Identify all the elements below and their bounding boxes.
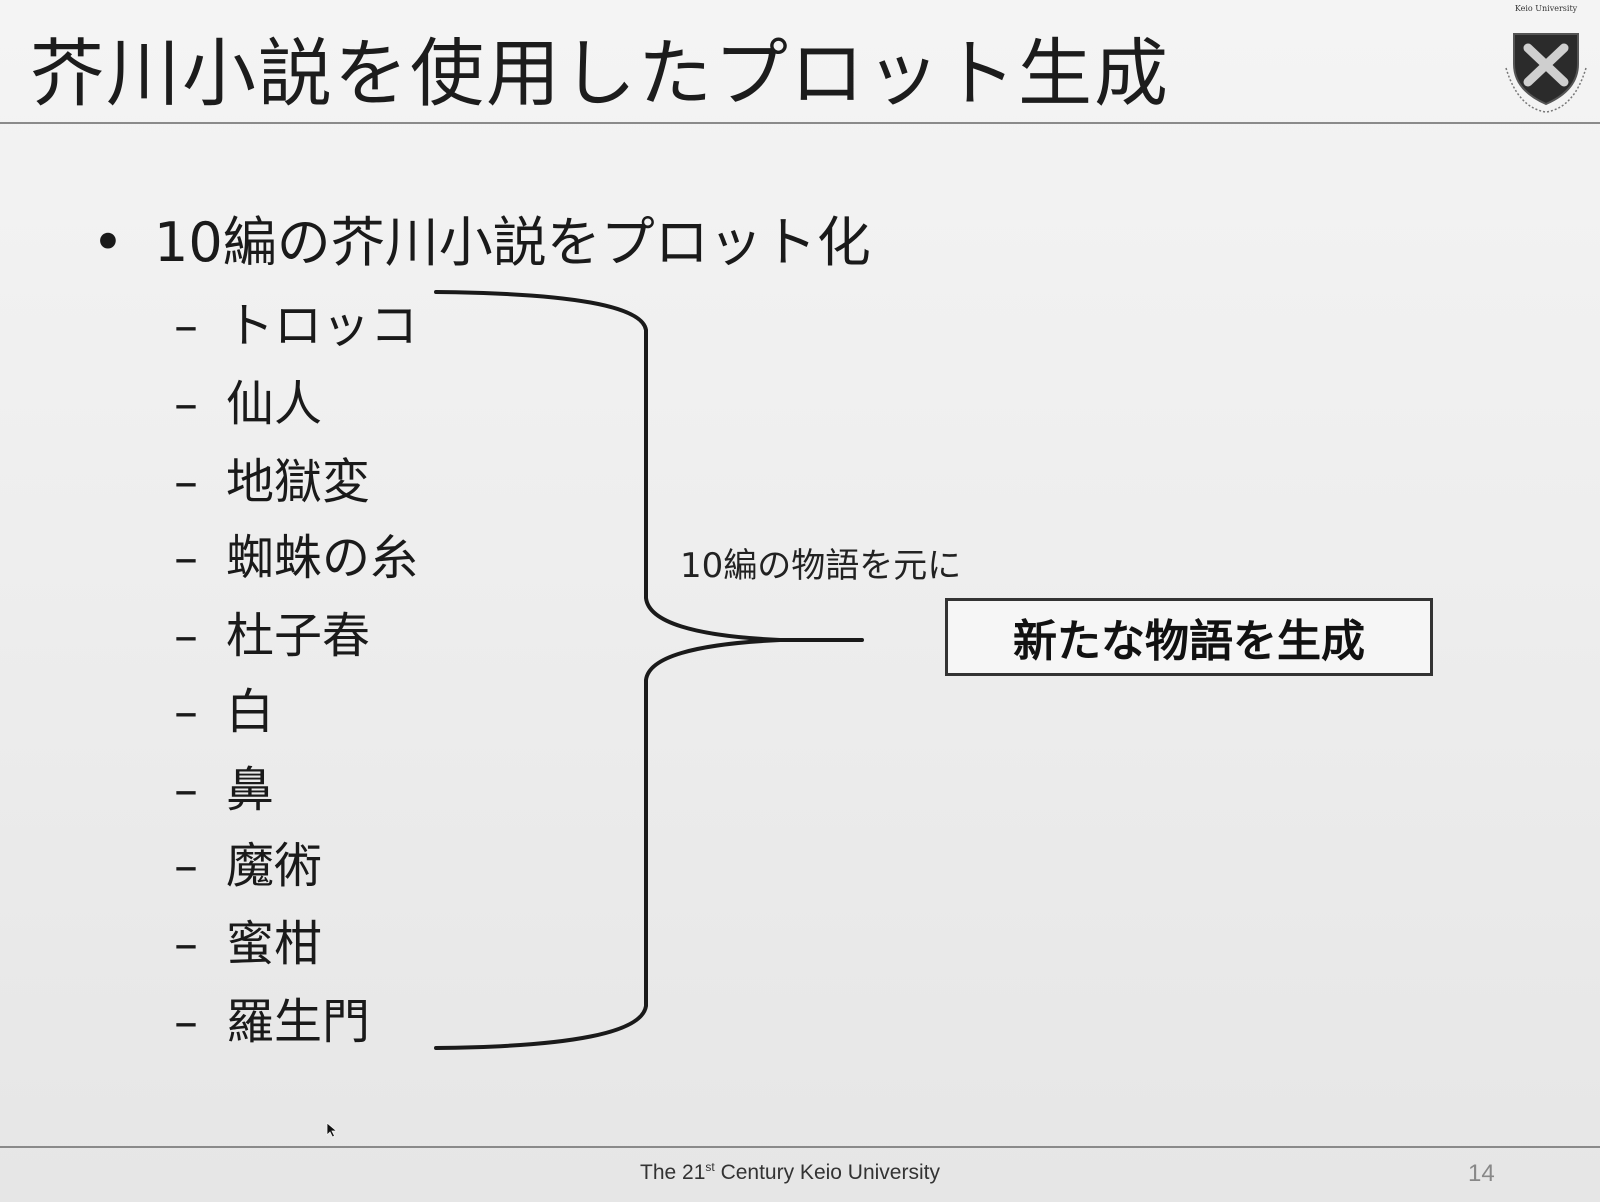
list-dash: – — [174, 684, 198, 740]
story-title: 魔術 — [226, 838, 323, 894]
list-dash: – — [174, 454, 198, 510]
result-box: 新たな物語を生成 — [945, 598, 1433, 676]
story-title: 仙人 — [226, 376, 323, 432]
list-item: –魔術 — [174, 826, 322, 896]
list-dash: – — [174, 530, 198, 586]
keio-university-logo — [1505, 33, 1587, 113]
page-number: 14 — [1468, 1160, 1495, 1187]
bullet-text: 10編の芥川小説をプロット化 — [154, 211, 871, 274]
list-item: –杜子春 — [174, 596, 370, 666]
footer-text: The 21st Century Keio University — [640, 1160, 940, 1185]
list-dash: – — [174, 916, 198, 972]
story-title: トロッコ — [226, 298, 419, 354]
story-title: 蜜柑 — [226, 916, 323, 972]
story-title: 地獄変 — [226, 454, 371, 510]
story-title: 羅生門 — [226, 994, 371, 1050]
list-item: –地獄変 — [174, 442, 370, 512]
story-title: 蜘蛛の糸 — [226, 530, 419, 586]
list-item: –白 — [174, 672, 274, 742]
list-item: –鼻 — [174, 750, 274, 820]
story-title: 鼻 — [226, 762, 275, 818]
footer-suffix: Century Keio University — [714, 1161, 940, 1184]
result-text: 新たな物語を生成 — [1013, 616, 1365, 667]
list-dash: – — [174, 994, 198, 1050]
list-dash: – — [174, 762, 198, 818]
story-title: 杜子春 — [226, 608, 371, 664]
list-item: –蜜柑 — [174, 904, 322, 974]
mouse-cursor-icon — [326, 1122, 338, 1138]
main-bullet: • 10編の芥川小説をプロット化 — [92, 198, 871, 277]
list-dash: – — [174, 838, 198, 894]
story-title: 白 — [226, 684, 275, 740]
footer-superscript: st — [705, 1160, 715, 1174]
bullet-marker: • — [92, 211, 124, 274]
list-dash: – — [174, 608, 198, 664]
list-dash: – — [174, 298, 198, 354]
title-divider — [0, 122, 1600, 124]
list-dash: – — [174, 376, 198, 432]
slide-title: 芥川小説を使用したプロット生成 — [30, 31, 1170, 117]
footer-prefix: The 21 — [640, 1161, 706, 1184]
brace-annotation: 10編の物語を元に — [680, 546, 962, 586]
list-item: –蜘蛛の糸 — [174, 518, 418, 588]
list-item: –羅生門 — [174, 982, 370, 1052]
list-item: –仙人 — [174, 364, 322, 434]
footer-divider — [0, 1146, 1600, 1148]
list-item: –トロッコ — [174, 286, 418, 356]
logo-caption: Keio University — [1514, 4, 1578, 13]
